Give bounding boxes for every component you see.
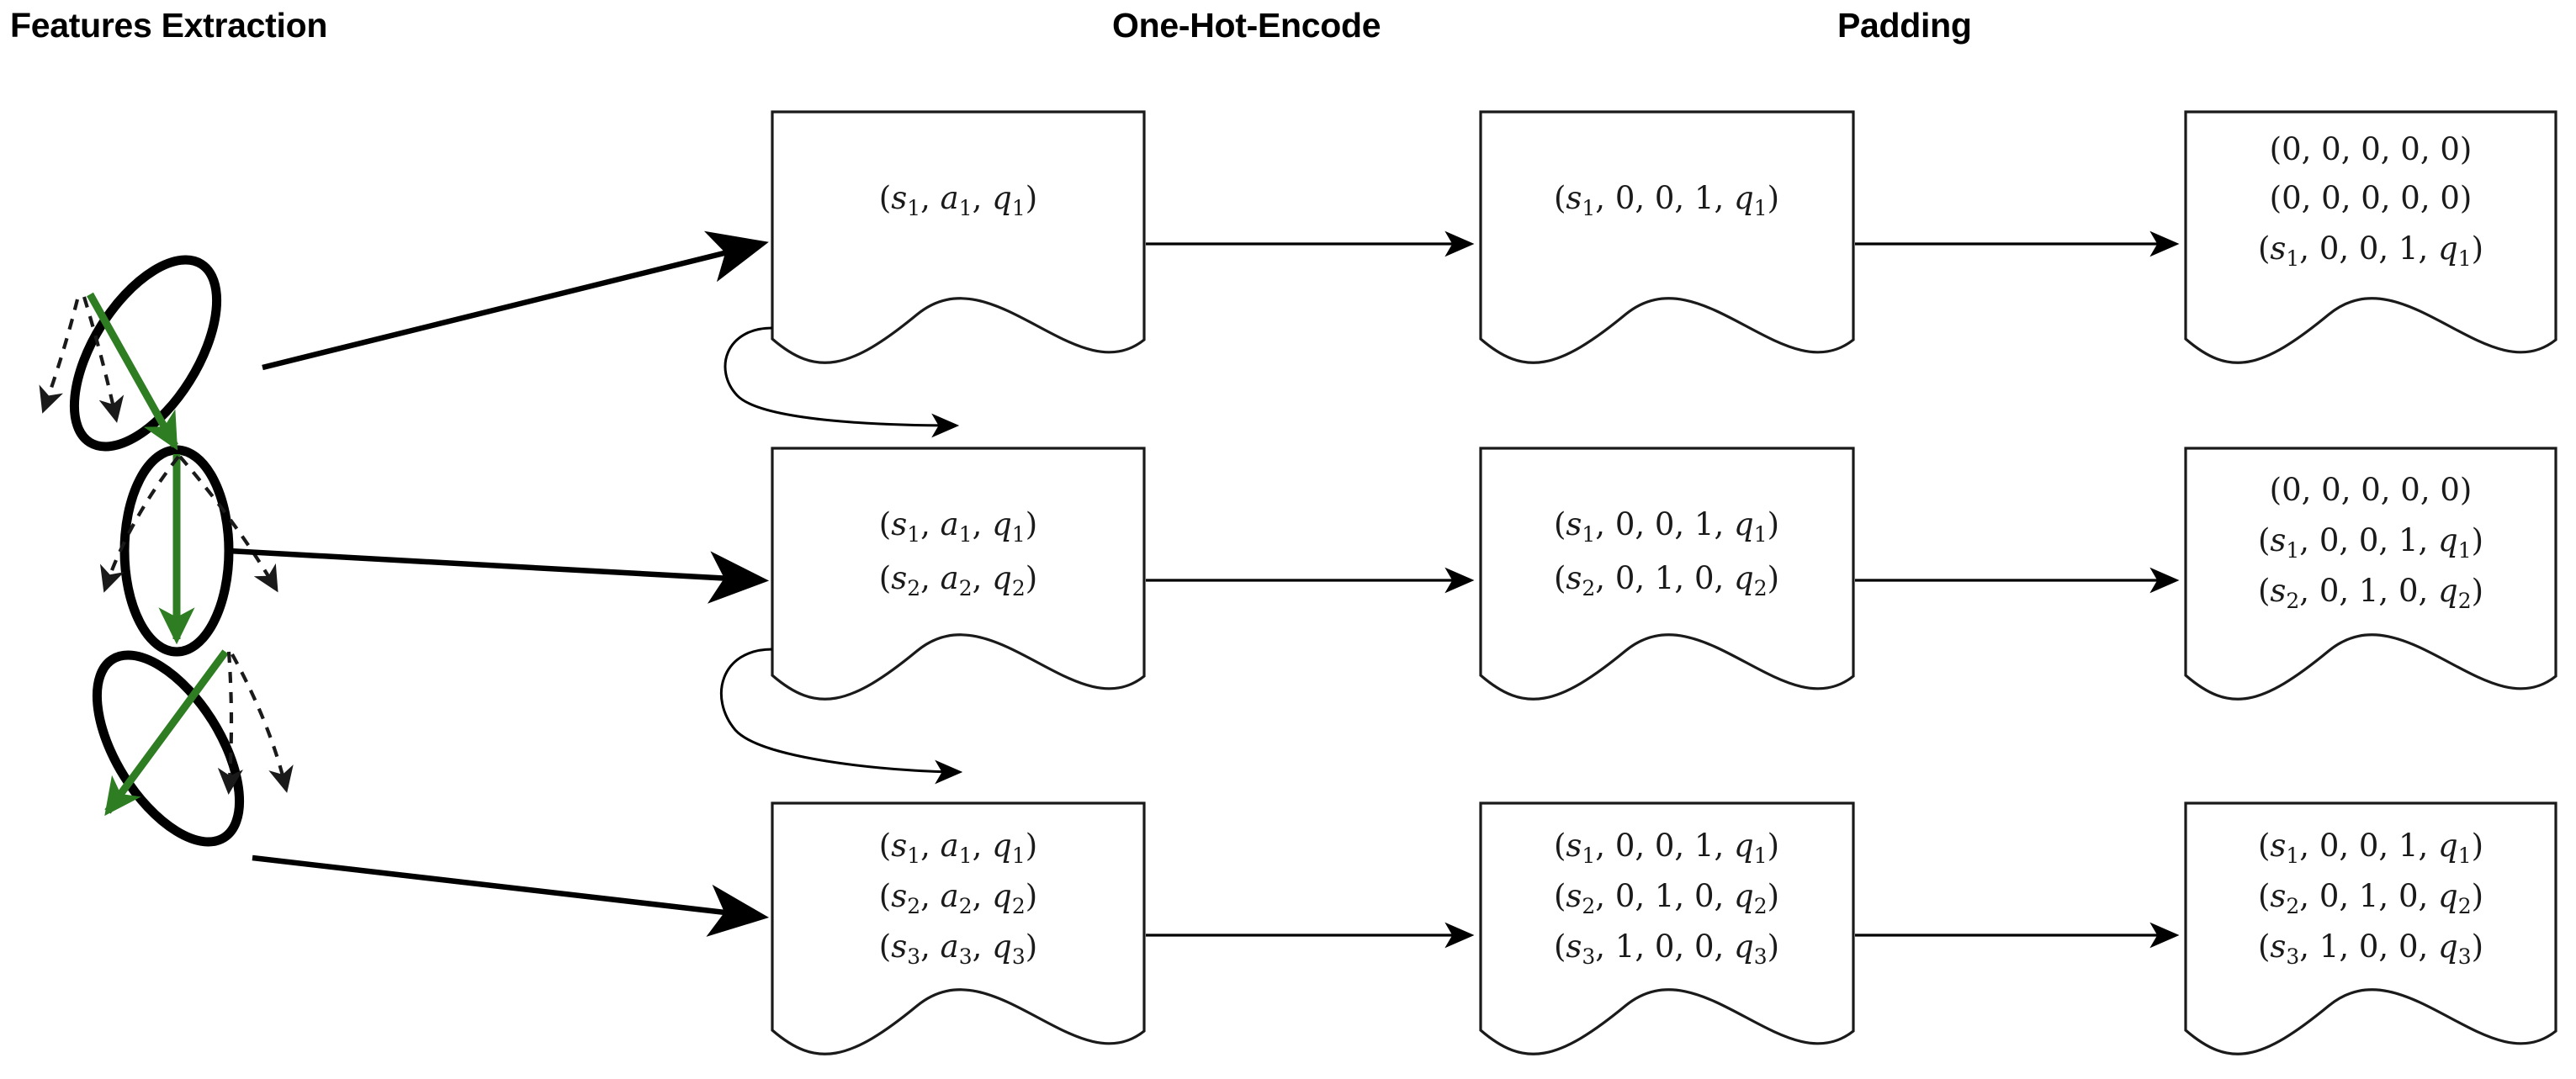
dashed-arrow-3b <box>231 653 294 793</box>
connector-node1-to-card1 <box>262 230 769 371</box>
text-line: (s3, 1, 0, 0, q3) <box>2258 928 2483 969</box>
card-features-row3-shape[interactable] <box>771 801 1146 1055</box>
card-onehot-row3-shape[interactable] <box>1479 801 1855 1055</box>
text-line: (s1, a1, q1) <box>879 828 1037 868</box>
card-features-row2-text: (s1, a1, q1) (s2, a2, q2) <box>879 506 1037 600</box>
text-line: (s1, 0, 0, 1, q1) <box>2258 522 2483 563</box>
heading-features-extraction: Features Extraction <box>10 6 328 45</box>
heading-padding: Padding <box>1837 6 1972 45</box>
text-line: (s2, 0, 1, 0, q2) <box>2258 573 2483 613</box>
text-line: (s1, 0, 0, 1, q1) <box>1554 506 1779 547</box>
text-line: (s1, 0, 0, 1, q1) <box>1554 180 1779 220</box>
text-line: (s2, a2, q2) <box>879 878 1037 918</box>
heading-one-hot-encode: One-Hot-Encode <box>1112 6 1381 45</box>
graph-node-1[interactable] <box>45 236 246 470</box>
text-line: (s2, 0, 1, 0, q2) <box>2258 878 2483 918</box>
connector-node3-to-card3 <box>252 854 770 937</box>
card-features-row2-shape[interactable] <box>771 447 1146 701</box>
card-onehot-row1-shape[interactable] <box>1479 110 1855 364</box>
text-line: (0, 0, 0, 0, 0) <box>2270 131 2473 167</box>
dashed-arrow-1a <box>82 296 125 423</box>
card-features-row1-shape[interactable] <box>771 110 1146 364</box>
card-padding-row2-shape[interactable] <box>2184 447 2557 701</box>
ellipse-node-1[interactable] <box>45 236 246 470</box>
ellipse-node-3[interactable] <box>68 632 268 865</box>
dashed-arrow-3a <box>217 651 244 796</box>
green-arrow-node-1 <box>87 292 178 451</box>
text-line: (s1, 0, 0, 1, q1) <box>2258 230 2483 271</box>
text-line: (s1, a1, q1) <box>879 180 1037 220</box>
feedback-arrow-row2-to-row3 <box>719 648 963 785</box>
dashed-arrow-1b <box>39 299 80 414</box>
text-line: (s1, 0, 0, 1, q1) <box>2258 828 2483 868</box>
graph-node-3[interactable] <box>68 632 268 865</box>
card-features-row3-text: (s1, a1, q1) (s2, a2, q2) (s3, a3, q3) <box>879 828 1037 969</box>
card-padding-row2-text: (0, 0, 0, 0, 0) (s1, 0, 0, 1, q1) (s2, 0… <box>2258 472 2483 613</box>
card-features-row1-text: (s1, a1, q1) <box>879 180 1037 220</box>
text-line: (s3, 1, 0, 0, q3) <box>1554 928 1779 969</box>
dashed-arrow-2b <box>178 455 278 593</box>
card-padding-row3-text: (s1, 0, 0, 1, q1) (s2, 0, 1, 0, q2) (s3,… <box>2258 828 2483 969</box>
text-line: (s2, 0, 1, 0, q2) <box>1554 878 1779 918</box>
card-padding-row3-shape[interactable] <box>2184 801 2557 1055</box>
text-line: (0, 0, 0, 0, 0) <box>2270 472 2473 508</box>
text-line: (s1, 0, 0, 1, q1) <box>1554 828 1779 868</box>
text-line: (s2, 0, 1, 0, q2) <box>1554 560 1779 600</box>
card-padding-row1-shape[interactable] <box>2184 110 2557 364</box>
connector-node2-to-card2 <box>228 547 770 604</box>
green-arrow-node-3 <box>104 649 229 817</box>
text-line: (s1, a1, q1) <box>879 506 1037 547</box>
card-onehot-row1-text: (s1, 0, 0, 1, q1) <box>1554 180 1779 220</box>
card-onehot-row2-shape[interactable] <box>1479 447 1855 701</box>
card-onehot-row2-text: (s1, 0, 0, 1, q1) (s2, 0, 1, 0, q2) <box>1554 506 1779 600</box>
card-padding-row1-text: (0, 0, 0, 0, 0) (0, 0, 0, 0, 0) (s1, 0, … <box>2258 131 2483 271</box>
text-line: (0, 0, 0, 0, 0) <box>2270 180 2473 216</box>
text-line: (s2, a2, q2) <box>879 560 1037 600</box>
text-line: (s3, a3, q3) <box>879 928 1037 969</box>
card-onehot-row3-text: (s1, 0, 0, 1, q1) (s2, 0, 1, 0, q2) (s3,… <box>1554 828 1779 969</box>
feedback-arrow-row1-to-row2 <box>724 326 960 438</box>
